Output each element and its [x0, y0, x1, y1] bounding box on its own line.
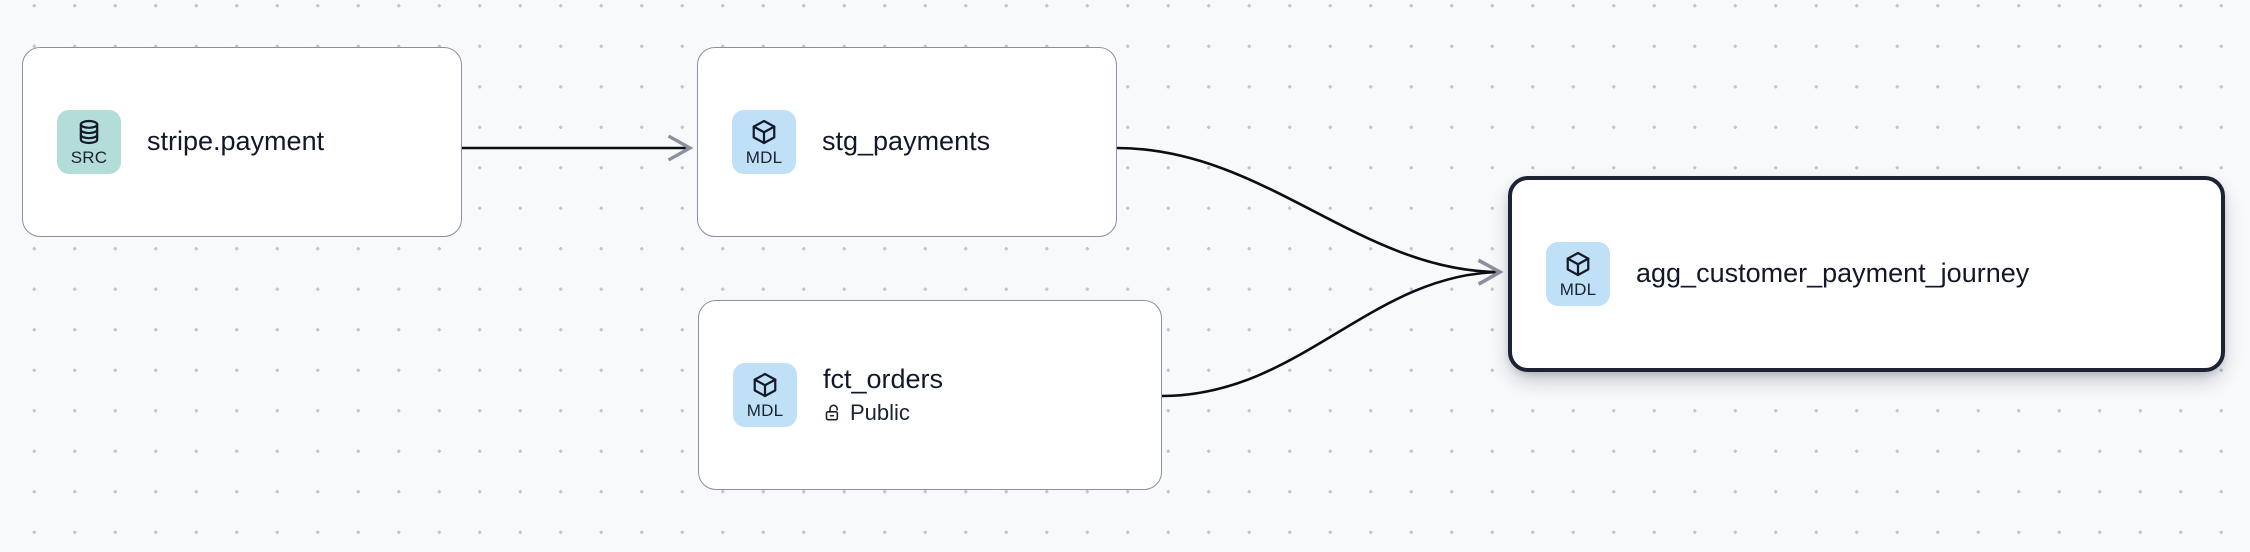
node-title: stg_payments: [822, 126, 991, 157]
model-badge-label: MDL: [746, 401, 784, 420]
node-body: stripe.payment: [147, 126, 324, 157]
node-agg-customer-payment-journey[interactable]: MDL agg_customer_payment_journey: [1508, 176, 2225, 372]
node-body: fct_orders Public: [823, 364, 943, 425]
node-body: stg_payments: [822, 126, 990, 157]
cube-icon: [750, 118, 778, 146]
cube-icon: [1564, 250, 1592, 278]
node-fct-orders[interactable]: MDL fct_orders Public: [698, 300, 1162, 490]
model-badge-label: MDL: [745, 148, 783, 167]
edge-fct-orders-to-agg-customer-payment-journey: [1161, 258, 1504, 398]
unlock-icon: [823, 403, 843, 423]
model-badge-label: MDL: [1559, 280, 1597, 299]
node-body: agg_customer_payment_journey: [1636, 258, 2029, 289]
node-visibility-label: Public: [850, 400, 910, 426]
node-stg-payments[interactable]: MDL stg_payments: [697, 47, 1117, 237]
source-badge-label: SRC: [70, 148, 108, 167]
node-stripe-payment[interactable]: SRC stripe.payment: [22, 47, 462, 237]
node-visibility: Public: [823, 400, 943, 425]
model-type-badge: MDL: [732, 110, 796, 174]
source-type-badge: SRC: [57, 110, 121, 174]
edge-stg-payments-to-agg-customer-payment-journey: [1116, 146, 1504, 286]
node-title: stripe.payment: [147, 126, 325, 157]
node-title: fct_orders: [823, 364, 944, 395]
model-type-badge: MDL: [733, 363, 797, 427]
cube-icon: [751, 371, 779, 399]
node-title: agg_customer_payment_journey: [1636, 258, 2030, 289]
database-icon: [75, 118, 103, 146]
model-type-badge: MDL: [1546, 242, 1610, 306]
